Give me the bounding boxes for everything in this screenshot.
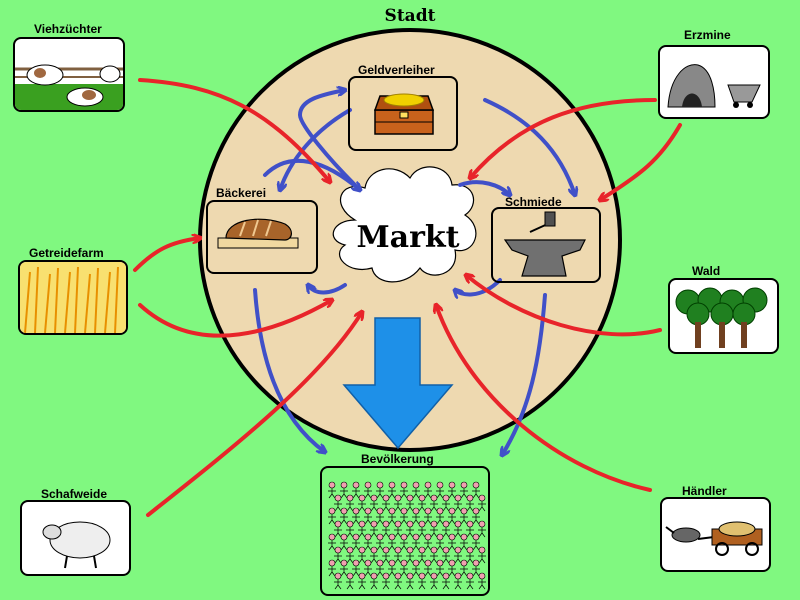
cattle-icon <box>15 64 123 110</box>
wheat-field-icon <box>20 262 126 333</box>
label-baeckerei: Bäckerei <box>216 186 267 200</box>
wald-box <box>668 278 779 354</box>
erzmine-box <box>658 45 770 119</box>
arrow-viehzuechter-to-markt <box>138 78 330 182</box>
arrow-erzmine-to-schmiede <box>600 123 682 200</box>
geldverleiher-box <box>348 76 458 151</box>
mine-icon <box>667 64 761 108</box>
arrow-getreidefarm-to-markt <box>138 300 332 338</box>
label-schmiede: Schmiede <box>505 195 562 209</box>
label-haendler: Händler <box>682 484 727 498</box>
schafweide-box <box>20 500 131 576</box>
schmiede-box <box>491 207 601 283</box>
forest-icon <box>675 287 768 348</box>
arrow-baeckerei-to-bevoelkerung <box>253 288 325 452</box>
arrow-markt-to-geldverleiher <box>297 90 357 187</box>
anvil-icon <box>503 211 586 277</box>
bread-icon <box>217 218 299 249</box>
arrow-schmiede-to-markt <box>455 278 502 294</box>
arrow-haendler-to-markt <box>436 305 652 492</box>
arrow-getreidefarm-to-baeckerei <box>133 238 200 272</box>
baeckerei-box <box>206 200 318 274</box>
market-cloud <box>332 166 477 283</box>
viehzuechter-box <box>13 37 125 112</box>
population-crowd-icon <box>328 481 486 590</box>
arrow-markt-to-baeckerei <box>308 285 347 295</box>
arrow-geldverleiher-to-baeckerei <box>280 108 352 190</box>
getreidefarm-box <box>18 260 128 335</box>
treasure-chest-icon <box>373 93 435 135</box>
label-getreidefarm: Getreidefarm <box>29 246 104 260</box>
city-title: Stadt <box>384 6 436 26</box>
arrow-erzmine-to-markt <box>470 98 657 178</box>
market-label: Markt <box>356 220 460 255</box>
merchant-cart-icon <box>665 521 763 556</box>
label-viehzuechter: Viehzüchter <box>34 22 102 36</box>
bevoelkerung-box <box>320 466 490 596</box>
label-geldverleiher: Geldverleiher <box>358 63 435 77</box>
label-wald: Wald <box>692 264 721 278</box>
arrow-baeckerei-to-markt <box>263 158 360 190</box>
label-bevoelkerung: Bevölkerung <box>361 452 434 466</box>
arrow-geldverleiher-to-schmiede <box>483 98 575 195</box>
label-schafweide: Schafweide <box>41 487 108 501</box>
label-erzmine: Erzmine <box>684 28 731 42</box>
arrow-wald-to-schmiede <box>466 275 662 337</box>
arrow-markt-to-schmiede <box>458 180 510 195</box>
sheep-icon <box>42 521 111 569</box>
arrow-schafweide-to-markt <box>146 312 362 517</box>
haendler-box <box>660 497 771 572</box>
main-arrow-markt-to-bevoelkerung <box>342 317 454 450</box>
